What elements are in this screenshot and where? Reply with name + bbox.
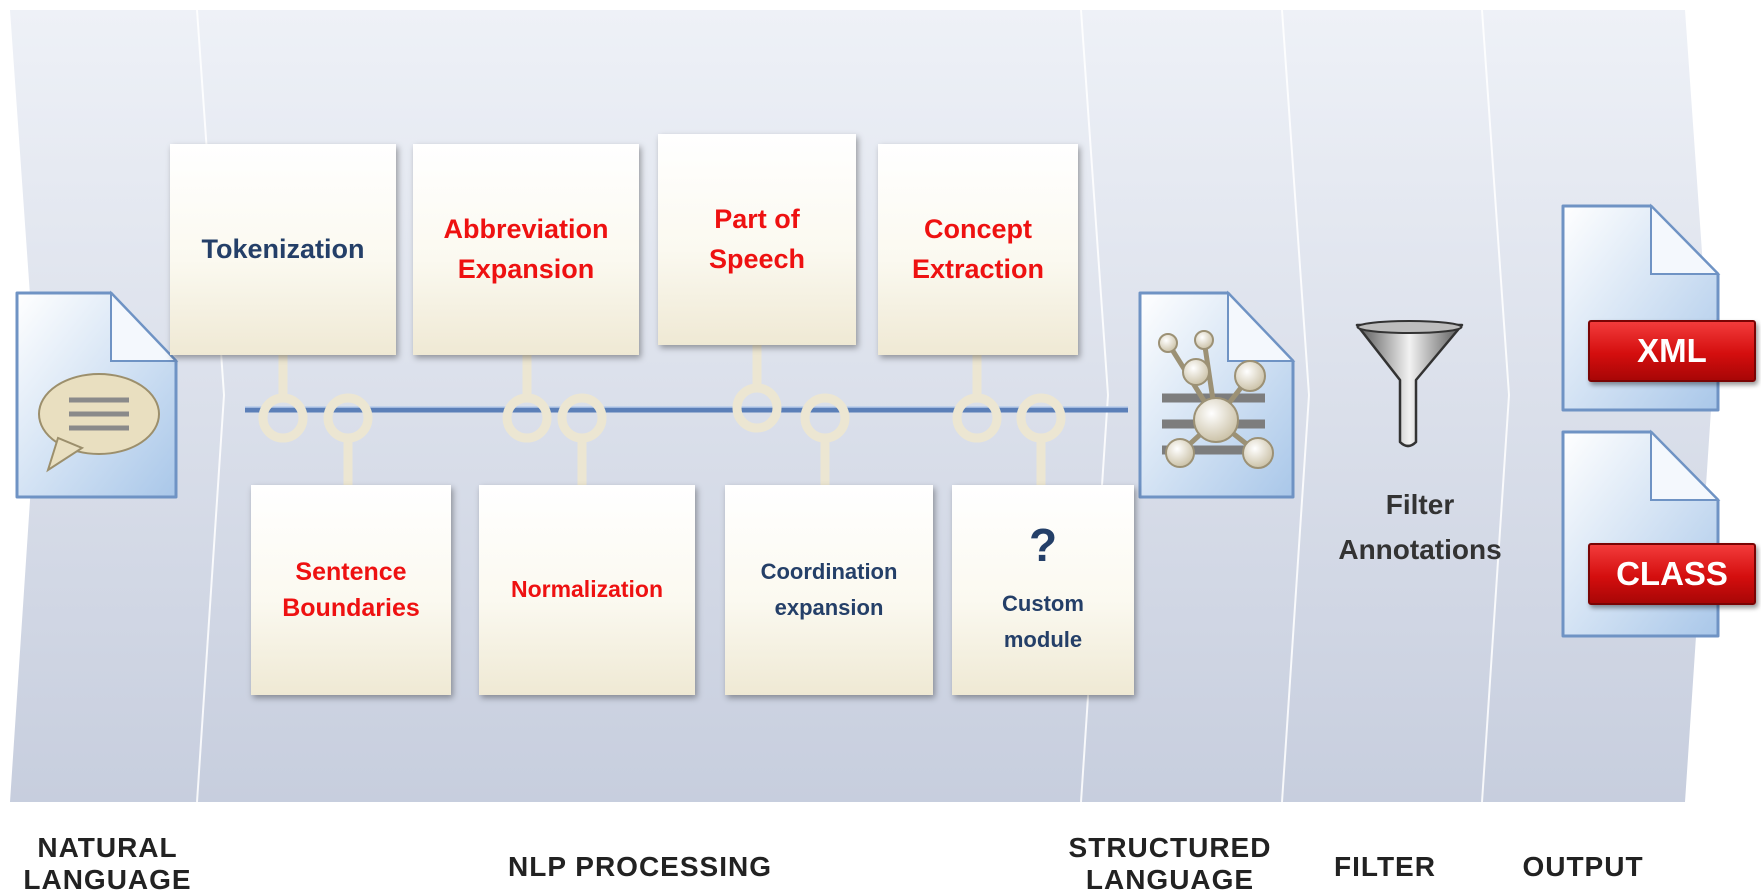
module-coordination-expansion: Coordination expansion [725,485,933,695]
module-abbreviation-expansion: Abbreviation Expansion [413,144,639,355]
module-tokenization: Tokenization [170,144,396,355]
connector-rings [258,383,1066,443]
stage-label-natural-language: NATURAL LANGUAGE [23,832,192,896]
stage-label-structured-language: STRUCTURED LANGUAGE [1068,832,1272,896]
module-label: Sentence Boundaries [282,557,420,622]
chat-document-icon [15,290,179,499]
module-concept-extraction: Concept Extraction [878,144,1078,355]
xml-badge: XML [1588,320,1756,382]
module-part-of-speech: Part of Speech [658,134,856,345]
graph-document-icon [1138,290,1296,499]
funnel-icon [1355,320,1464,448]
module-label: Custom module [1002,590,1084,652]
stage-label-output: OUTPUT [1522,851,1644,882]
filter-annotations-label: Filter Annotations [1338,489,1502,565]
band-filter [1282,10,1509,802]
module-sentence-boundaries: Sentence Boundaries [251,485,451,695]
stage-label-filter: FILTER [1334,851,1436,882]
module-label: Tokenization [201,233,365,264]
stage-label-nlp-processing: NLP PROCESSING [508,851,772,882]
module-label: Concept Extraction [911,214,1045,284]
module-custom: ? Custom module [952,485,1134,695]
module-label: Normalization [510,576,664,603]
connector-stems [278,345,1046,487]
module-label: Part of Speech [708,204,806,274]
question-mark-icon: ? [1028,518,1058,571]
class-badge: CLASS [1588,543,1756,605]
module-label: Coordination expansion [760,558,898,620]
module-label: Abbreviation Expansion [443,214,609,284]
module-normalization: Normalization [479,485,695,695]
